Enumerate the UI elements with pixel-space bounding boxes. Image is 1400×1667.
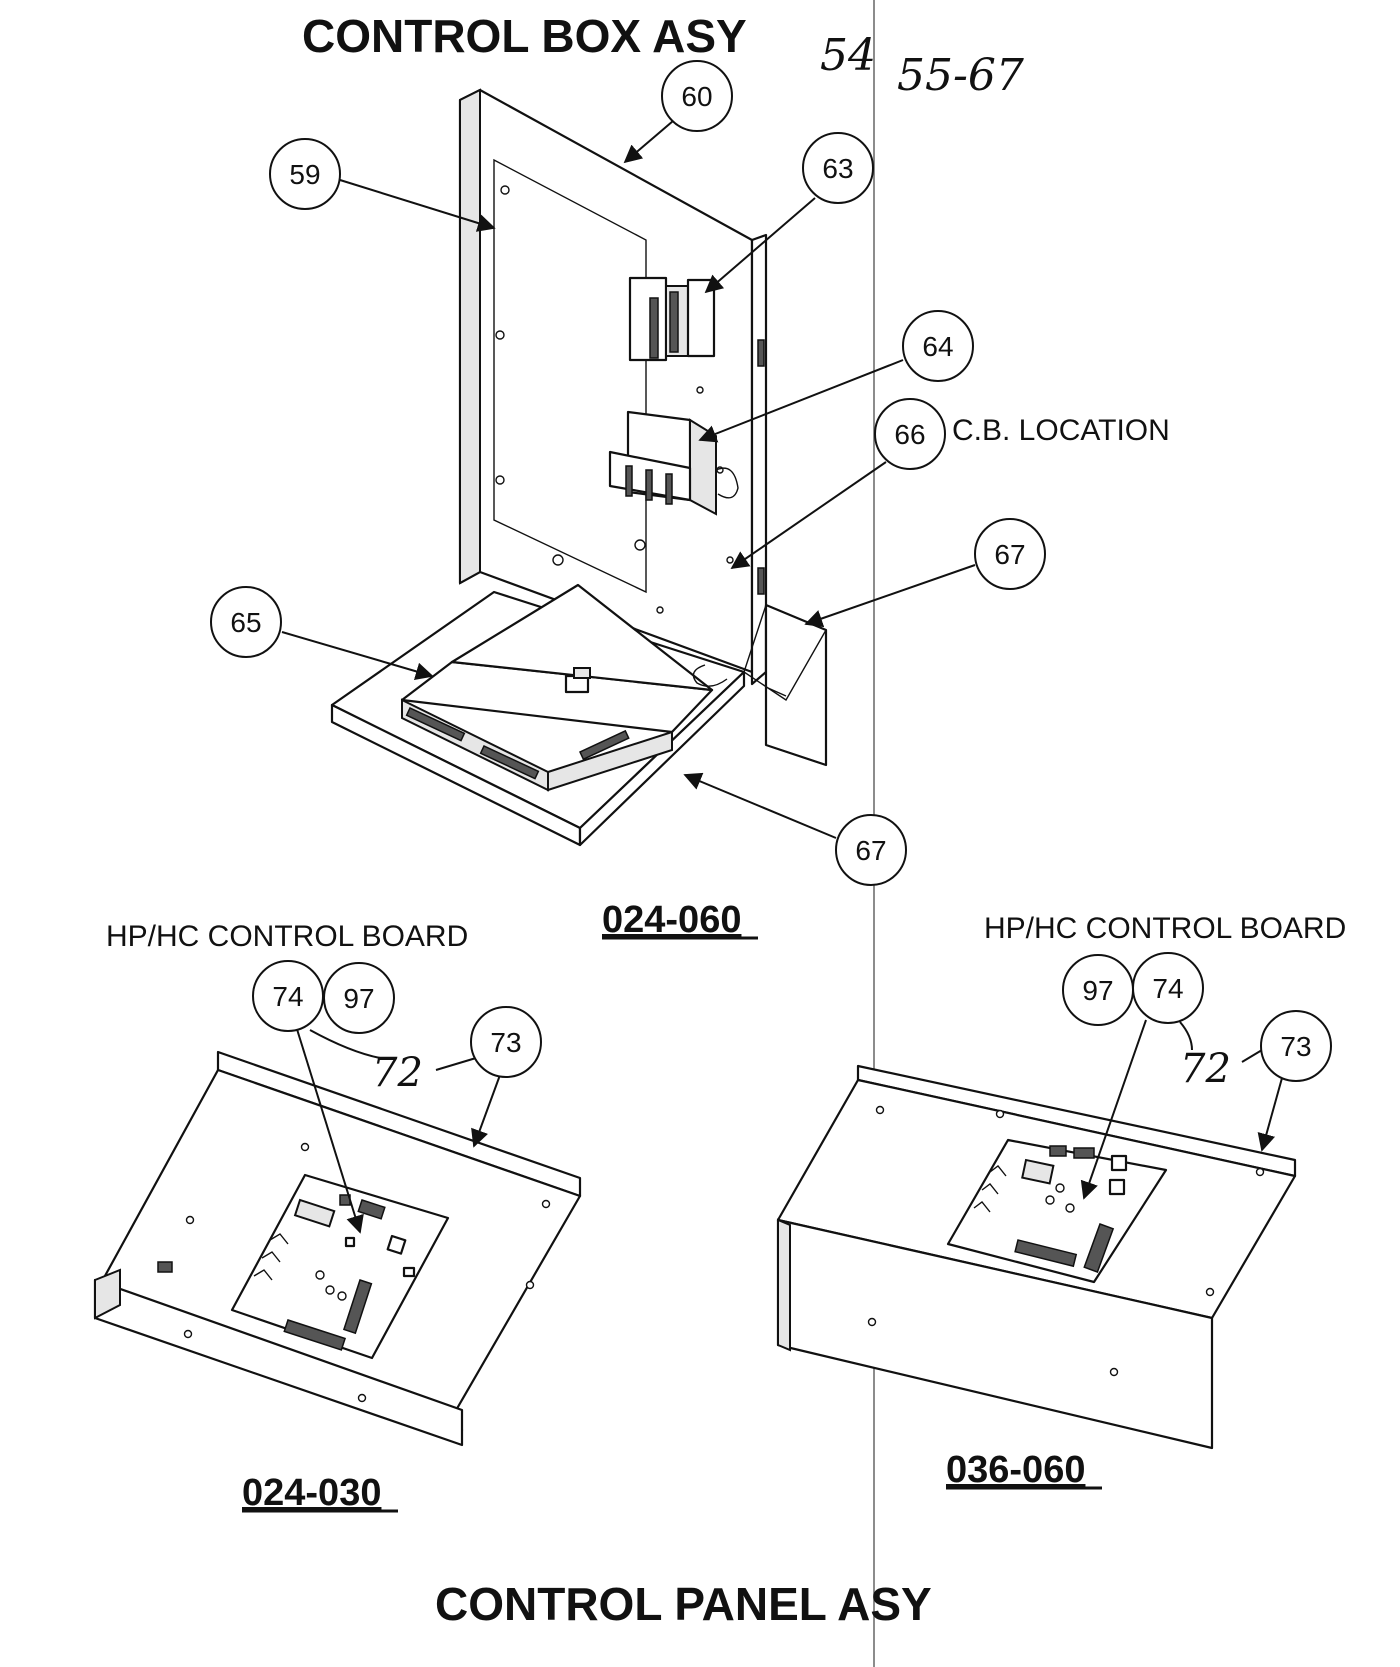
callout-97-left: 97 <box>323 962 395 1034</box>
svg-text:60: 60 <box>681 81 712 112</box>
model-024-030: 024-030 <box>242 1472 381 1514</box>
callout-74-right: 74 <box>1080 952 1204 1200</box>
handwritten-leader-left-2 <box>435 1057 477 1071</box>
model-024-060: 024-060 <box>602 899 741 941</box>
handwritten-72-left: 72 <box>372 1050 423 1096</box>
svg-text:73: 73 <box>490 1027 521 1058</box>
callout-65: 65 <box>210 586 434 681</box>
callout-66: 66 <box>730 398 946 570</box>
callout-73-left: 73 <box>470 1006 542 1148</box>
svg-text:97: 97 <box>1082 975 1113 1006</box>
control-panel-title: CONTROL PANEL ASY <box>435 1578 932 1630</box>
callout-73-right: 73 <box>1257 1010 1332 1152</box>
svg-text:74: 74 <box>1152 973 1183 1004</box>
svg-text:59: 59 <box>289 159 320 190</box>
callout-64: 64 <box>698 310 974 443</box>
handwritten-note-54: 54 <box>820 30 876 81</box>
left-board-label: HP/HC CONTROL BOARD <box>106 920 468 953</box>
handwritten-leader-right-2 <box>1241 1049 1263 1063</box>
control-panel-024-030 <box>93 1050 582 1447</box>
svg-text:73: 73 <box>1280 1031 1311 1062</box>
control-panel-036-060 <box>776 1064 1297 1450</box>
handwritten-72-right: 72 <box>1180 1046 1231 1092</box>
svg-text:66: 66 <box>894 419 925 450</box>
svg-text:97: 97 <box>343 983 374 1014</box>
right-board-label: HP/HC CONTROL BOARD <box>984 912 1346 945</box>
callout-67-upper: 67 <box>804 518 1046 628</box>
handwritten-leader-left <box>309 1029 381 1059</box>
control-box-title: CONTROL BOX ASY <box>302 10 747 62</box>
callout-97-right: 97 <box>1062 954 1134 1026</box>
svg-text:67: 67 <box>855 835 886 866</box>
svg-text:65: 65 <box>230 607 261 638</box>
svg-text:74: 74 <box>272 981 303 1012</box>
svg-text:63: 63 <box>822 153 853 184</box>
callout-63: 63 <box>704 132 874 294</box>
transformer-63 <box>628 276 716 362</box>
callout-59: 59 <box>269 138 496 232</box>
callout-74-left: 74 <box>252 960 364 1234</box>
model-036-060: 036-060 <box>946 1449 1085 1491</box>
svg-text:67: 67 <box>994 539 1025 570</box>
callout-60: 60 <box>623 60 733 164</box>
control-box-assembly <box>330 88 828 847</box>
callout-67-lower: 67 <box>683 772 907 886</box>
handwritten-leader-right <box>1179 1021 1193 1051</box>
cb-location-label: C.B. LOCATION <box>952 414 1170 447</box>
svg-text:64: 64 <box>922 331 953 362</box>
contactor-64 <box>608 410 739 516</box>
handwritten-note-55-67: 55-67 <box>897 50 1024 101</box>
